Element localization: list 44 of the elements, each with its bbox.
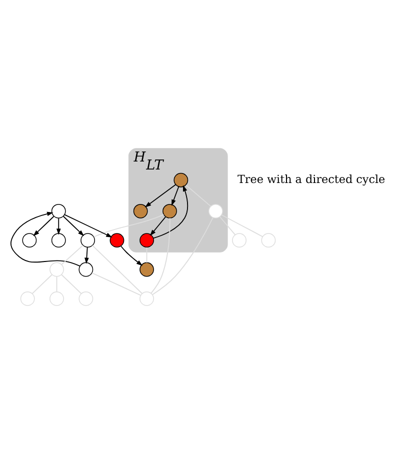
- node-circle: [140, 262, 154, 277]
- arrow: [172, 186, 180, 206]
- connector: [186, 184, 212, 207]
- connector: [150, 218, 170, 294]
- node-circle: [208, 204, 223, 218]
- arrow: [33, 216, 54, 236]
- node-circle: [78, 262, 94, 277]
- node-circle: [50, 291, 64, 306]
- node-circle: [133, 204, 148, 218]
- connector: [93, 214, 164, 238]
- node-circle: [140, 291, 154, 306]
- connector: [32, 274, 52, 294]
- label: Tree with a directed cycle: [237, 172, 386, 186]
- arrow: [144, 184, 176, 208]
- node-circle: [51, 233, 66, 248]
- node-circle: [78, 291, 94, 306]
- connector: [219, 216, 236, 236]
- node-circle: [232, 233, 246, 248]
- connector: [56, 276, 58, 292]
- connector: [152, 217, 214, 296]
- connector: [61, 274, 82, 294]
- node-circle: [80, 233, 95, 248]
- node-circle: [174, 172, 188, 188]
- node-circle: [140, 233, 154, 248]
- node-circle: [110, 233, 124, 248]
- node-circle: [22, 233, 37, 248]
- connector: [92, 244, 143, 294]
- connector: [146, 246, 148, 264]
- node-circle: [261, 233, 276, 248]
- node-circle: [51, 204, 66, 218]
- arrow: [84, 246, 89, 264]
- arrow: [120, 246, 143, 266]
- arrow: [62, 216, 84, 236]
- arrow: [10, 212, 80, 267]
- connector: [92, 272, 142, 296]
- arrow: [56, 218, 61, 235]
- arrow: [64, 214, 112, 238]
- connector: [61, 244, 84, 265]
- node-circle: [50, 262, 64, 277]
- arrow: [152, 185, 188, 239]
- connector: [221, 214, 264, 238]
- node-circle: [20, 291, 35, 306]
- arrow: [150, 216, 166, 236]
- node-circle: [162, 204, 177, 218]
